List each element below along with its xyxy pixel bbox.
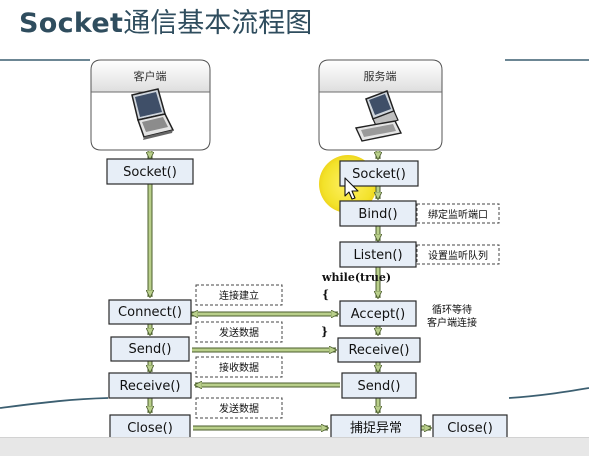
- note-listen-label: 设置监听队列: [428, 249, 488, 262]
- client-socket-label: Socket(): [123, 165, 177, 180]
- server-accept-box: Accept(): [339, 300, 417, 327]
- slide-curve-left: [0, 397, 109, 409]
- server-bind-label: Bind(): [358, 207, 397, 222]
- mouse-pointer-icon: [344, 177, 359, 200]
- title-chinese: 通信基本流程图: [123, 8, 313, 39]
- title-latin: Socket: [19, 8, 124, 39]
- client-connect-box: Connect(): [108, 299, 192, 325]
- server-receive-label: Receive(): [348, 343, 409, 358]
- client-send-box: Send(): [110, 336, 190, 362]
- note-bind-label: 绑定监听端口: [428, 208, 488, 221]
- server-close-label: Close(): [447, 421, 493, 436]
- server-socket-box: Socket(): [339, 160, 419, 187]
- exchange-receive-label: 接收数据: [219, 361, 259, 374]
- server-socket-label: Socket(): [352, 167, 406, 182]
- server-send-box: Send(): [341, 372, 417, 399]
- note-accept-line2: 客户端连接: [427, 316, 477, 329]
- client-close-box: Close(): [109, 414, 191, 441]
- slide-title: Socket通信基本流程图: [19, 6, 312, 42]
- exchange-connect: 连接建立: [195, 284, 283, 306]
- server-catch-label: 捕捉异常: [350, 420, 402, 436]
- server-send-label: Send(): [358, 379, 401, 394]
- client-receive-label: Receive(): [119, 379, 180, 394]
- server-listen-box: Listen(): [339, 241, 417, 268]
- exchange-close-label: 发送数据: [219, 402, 259, 415]
- client-header-label: 客户端: [134, 69, 167, 83]
- note-bind: 绑定监听端口: [416, 203, 500, 224]
- server-listen-label: Listen(): [353, 248, 402, 263]
- note-accept-line1: 循环等待: [432, 303, 472, 316]
- server-receive-box: Receive(): [337, 337, 421, 363]
- client-close-label: Close(): [127, 421, 173, 436]
- server-bind-box: Bind(): [339, 200, 417, 227]
- exchange-send-label: 发送数据: [219, 326, 259, 339]
- desktop-computer-icon: [354, 90, 403, 142]
- laptop-icon: [131, 88, 175, 140]
- client-socket-box: Socket(): [106, 158, 194, 185]
- while-true-label: while(true): [321, 271, 391, 284]
- exchange-receive: 接收数据: [195, 356, 283, 378]
- note-listen: 设置监听队列: [416, 244, 500, 265]
- bottom-bar: [0, 437, 589, 456]
- server-accept-label: Accept(): [351, 307, 405, 322]
- loop-brace-open: {: [322, 288, 329, 301]
- exchange-send: 发送数据: [195, 321, 283, 343]
- client-receive-box: Receive(): [108, 372, 192, 399]
- slide-curve-right: [508, 387, 589, 399]
- exchange-close: 发送数据: [195, 397, 283, 419]
- client-connect-label: Connect(): [118, 305, 182, 320]
- server-header-label: 服务端: [364, 70, 397, 83]
- exchange-connect-label: 连接建立: [219, 289, 259, 302]
- client-send-label: Send(): [129, 342, 172, 357]
- loop-brace-close: }: [321, 325, 328, 338]
